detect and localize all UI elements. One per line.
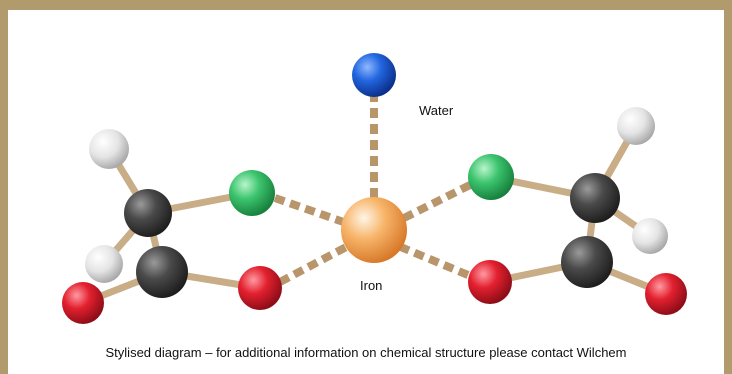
- atom-carbon-right-lower: [561, 236, 613, 288]
- bond-iron-green-left: [273, 194, 354, 229]
- caption: Stylised diagram – for additional inform…: [105, 345, 627, 360]
- bond-iron-red-right: [394, 241, 470, 279]
- atom-red-far-right: [645, 273, 687, 315]
- water-label: Water: [419, 103, 454, 118]
- atoms: [62, 53, 687, 324]
- iron-label: Iron: [360, 278, 383, 293]
- atom-red-right: [468, 260, 512, 304]
- atom-carbon-right-upper: [570, 173, 620, 223]
- atom-water-oxygen: [352, 53, 396, 97]
- atom-iron: [341, 197, 407, 263]
- bond-iron-green-right: [394, 181, 472, 226]
- atom-hydrogen-right-upper: [617, 107, 655, 145]
- bond-iron-red-left: [278, 241, 352, 286]
- atom-green-right: [468, 154, 514, 200]
- atom-hydrogen-right-lower: [632, 218, 668, 254]
- atom-carbon-left-lower: [136, 246, 188, 298]
- atom-red-far-left: [62, 282, 104, 324]
- atom-carbon-left-upper: [124, 189, 172, 237]
- atom-hydrogen-left-upper: [89, 129, 129, 169]
- coordination-bonds: [273, 92, 472, 286]
- atom-hydrogen-left-lower: [85, 245, 123, 283]
- atom-green-left: [229, 170, 275, 216]
- atom-red-left: [238, 266, 282, 310]
